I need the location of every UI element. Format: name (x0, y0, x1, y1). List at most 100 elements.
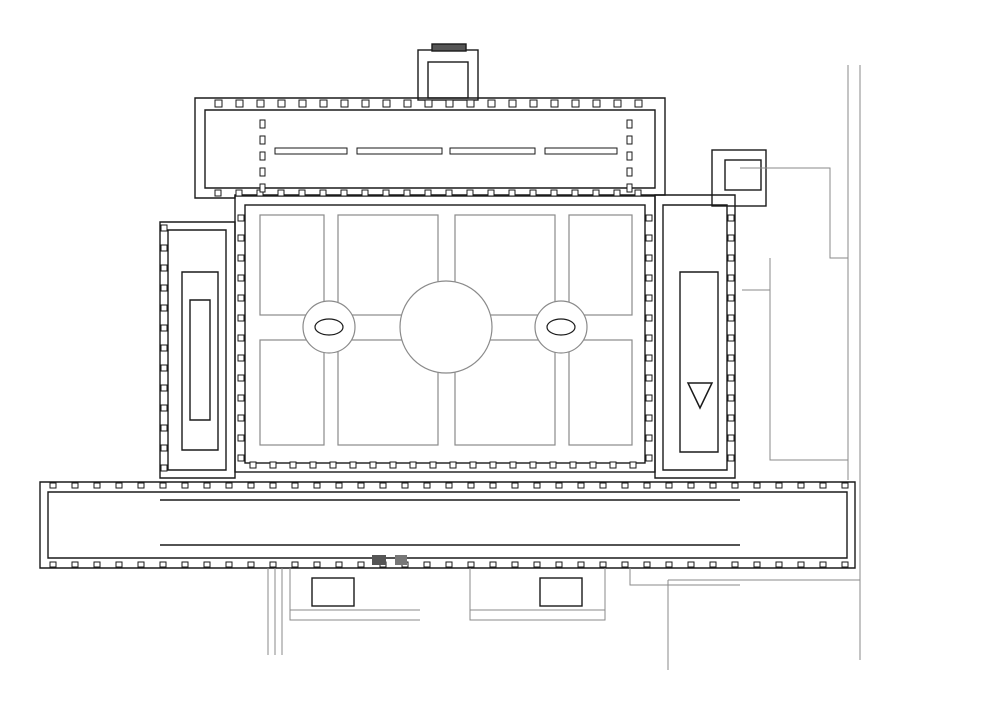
wall-pier (643, 561, 651, 568)
wall-pier (160, 284, 168, 292)
south-porch-east (539, 577, 583, 607)
wall-pier (687, 561, 695, 568)
garden-bed (259, 339, 325, 446)
wall-pier (160, 384, 168, 392)
wall-pier (237, 394, 245, 402)
wall-pier (237, 254, 245, 262)
garden-bed (337, 214, 439, 316)
wall-pier (529, 189, 537, 197)
wall-pier (797, 561, 805, 568)
wall-pier (313, 482, 321, 489)
garden-parterre (259, 214, 633, 446)
wall-pier (709, 561, 717, 568)
wall-pier (819, 561, 827, 568)
wall-pier (727, 374, 735, 382)
wall-pier (160, 304, 168, 312)
wall-pier (571, 189, 579, 197)
wall-pier (357, 482, 365, 489)
wall-pier (237, 314, 245, 322)
wall-pier (329, 461, 337, 469)
east-building (740, 167, 848, 461)
wall-pier (225, 482, 233, 489)
wall-pier (599, 561, 607, 568)
wall-pier (247, 561, 255, 568)
wall-pier (775, 482, 783, 489)
wall-pier (160, 404, 168, 412)
wall-pier (237, 294, 245, 302)
wall-pier (237, 274, 245, 282)
wall-pier (159, 561, 167, 568)
wall-pier (71, 561, 79, 568)
wall-pier (511, 561, 519, 568)
wall-pier (489, 461, 497, 469)
wall-pier (269, 461, 277, 469)
wall-pier (137, 561, 145, 568)
wall-pier (621, 561, 629, 568)
wall-pier (401, 482, 409, 489)
wall-pier (727, 334, 735, 342)
wall-pier (629, 461, 637, 469)
wall-pier (592, 99, 601, 108)
wall-pier (645, 454, 653, 462)
wall-pier (577, 482, 585, 489)
wall-pier (508, 189, 516, 197)
wall-pier (289, 461, 297, 469)
wall-pier (645, 214, 653, 222)
north-wing-inner (204, 109, 656, 189)
bench (274, 147, 348, 155)
wall-pier (727, 294, 735, 302)
wall-pier (509, 461, 517, 469)
wall-pier (259, 151, 266, 161)
wall-pier (727, 254, 735, 262)
wall-pier (382, 189, 390, 197)
wall-pier (645, 414, 653, 422)
wall-pier (621, 482, 629, 489)
wall-pier (160, 324, 168, 332)
wall-pier (645, 254, 653, 262)
wall-pier (160, 444, 168, 452)
wall-pier (626, 119, 633, 129)
wall-pier (445, 561, 453, 568)
wall-pier (727, 274, 735, 282)
east-fountain (546, 318, 576, 336)
west-wing-inner (167, 229, 227, 471)
wall-pier (361, 99, 370, 108)
wall-pier (645, 314, 653, 322)
east-annex (711, 149, 767, 207)
wall-pier (361, 189, 369, 197)
wall-pier (203, 482, 211, 489)
wall-pier (137, 482, 145, 489)
west-wing (159, 221, 236, 479)
west-roundel (302, 300, 356, 354)
wall-pier (449, 461, 457, 469)
dark-floor-patch (395, 555, 407, 565)
wall-pier (613, 99, 622, 108)
south-porch-west (311, 577, 355, 607)
wall-pier (731, 561, 739, 568)
wall-pier (349, 461, 357, 469)
wall-pier (247, 482, 255, 489)
wall-pier (487, 99, 496, 108)
wall-pier (569, 461, 577, 469)
wall-pier (643, 482, 651, 489)
north-tower-top (431, 43, 467, 52)
wall-pier (237, 374, 245, 382)
wall-pier (335, 482, 343, 489)
wall-pier (382, 99, 391, 108)
wall-pier (379, 482, 387, 489)
wall-piers (49, 99, 849, 568)
wall-pier (645, 394, 653, 402)
wall-pier (340, 189, 348, 197)
wall-pier (237, 334, 245, 342)
south-terrace (267, 568, 740, 655)
wall-pier (214, 189, 222, 197)
wall-pier (160, 244, 168, 252)
wall-pier (319, 99, 328, 108)
wall-pier (599, 482, 607, 489)
garden-bed (568, 339, 633, 446)
courtyard-inner (244, 204, 646, 464)
wall-pier (235, 99, 244, 108)
wall-pier (727, 394, 735, 402)
wall-pier (529, 99, 538, 108)
wall-pier (489, 482, 497, 489)
